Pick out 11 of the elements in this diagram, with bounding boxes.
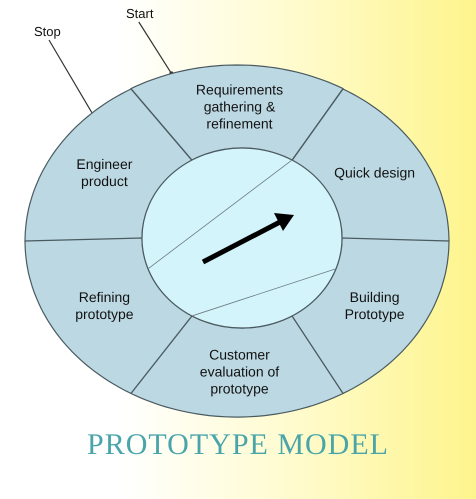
stage-label: Refining prototype <box>74 289 135 323</box>
stage-label: Start <box>126 6 158 22</box>
diagram-title: PROTOTYPE MODEL <box>86 428 390 462</box>
leader-line <box>138 22 174 76</box>
stage-label: Customer evaluation of prototype <box>198 346 280 398</box>
stage-label: Engineer product <box>75 156 134 190</box>
stage-label: Requirements gathering & refinement <box>194 81 284 132</box>
stage-label: Stop <box>34 24 64 40</box>
stage-label: Quick design <box>333 164 416 182</box>
stage-label: Building Prototype <box>344 289 406 323</box>
leader-line <box>48 40 92 113</box>
